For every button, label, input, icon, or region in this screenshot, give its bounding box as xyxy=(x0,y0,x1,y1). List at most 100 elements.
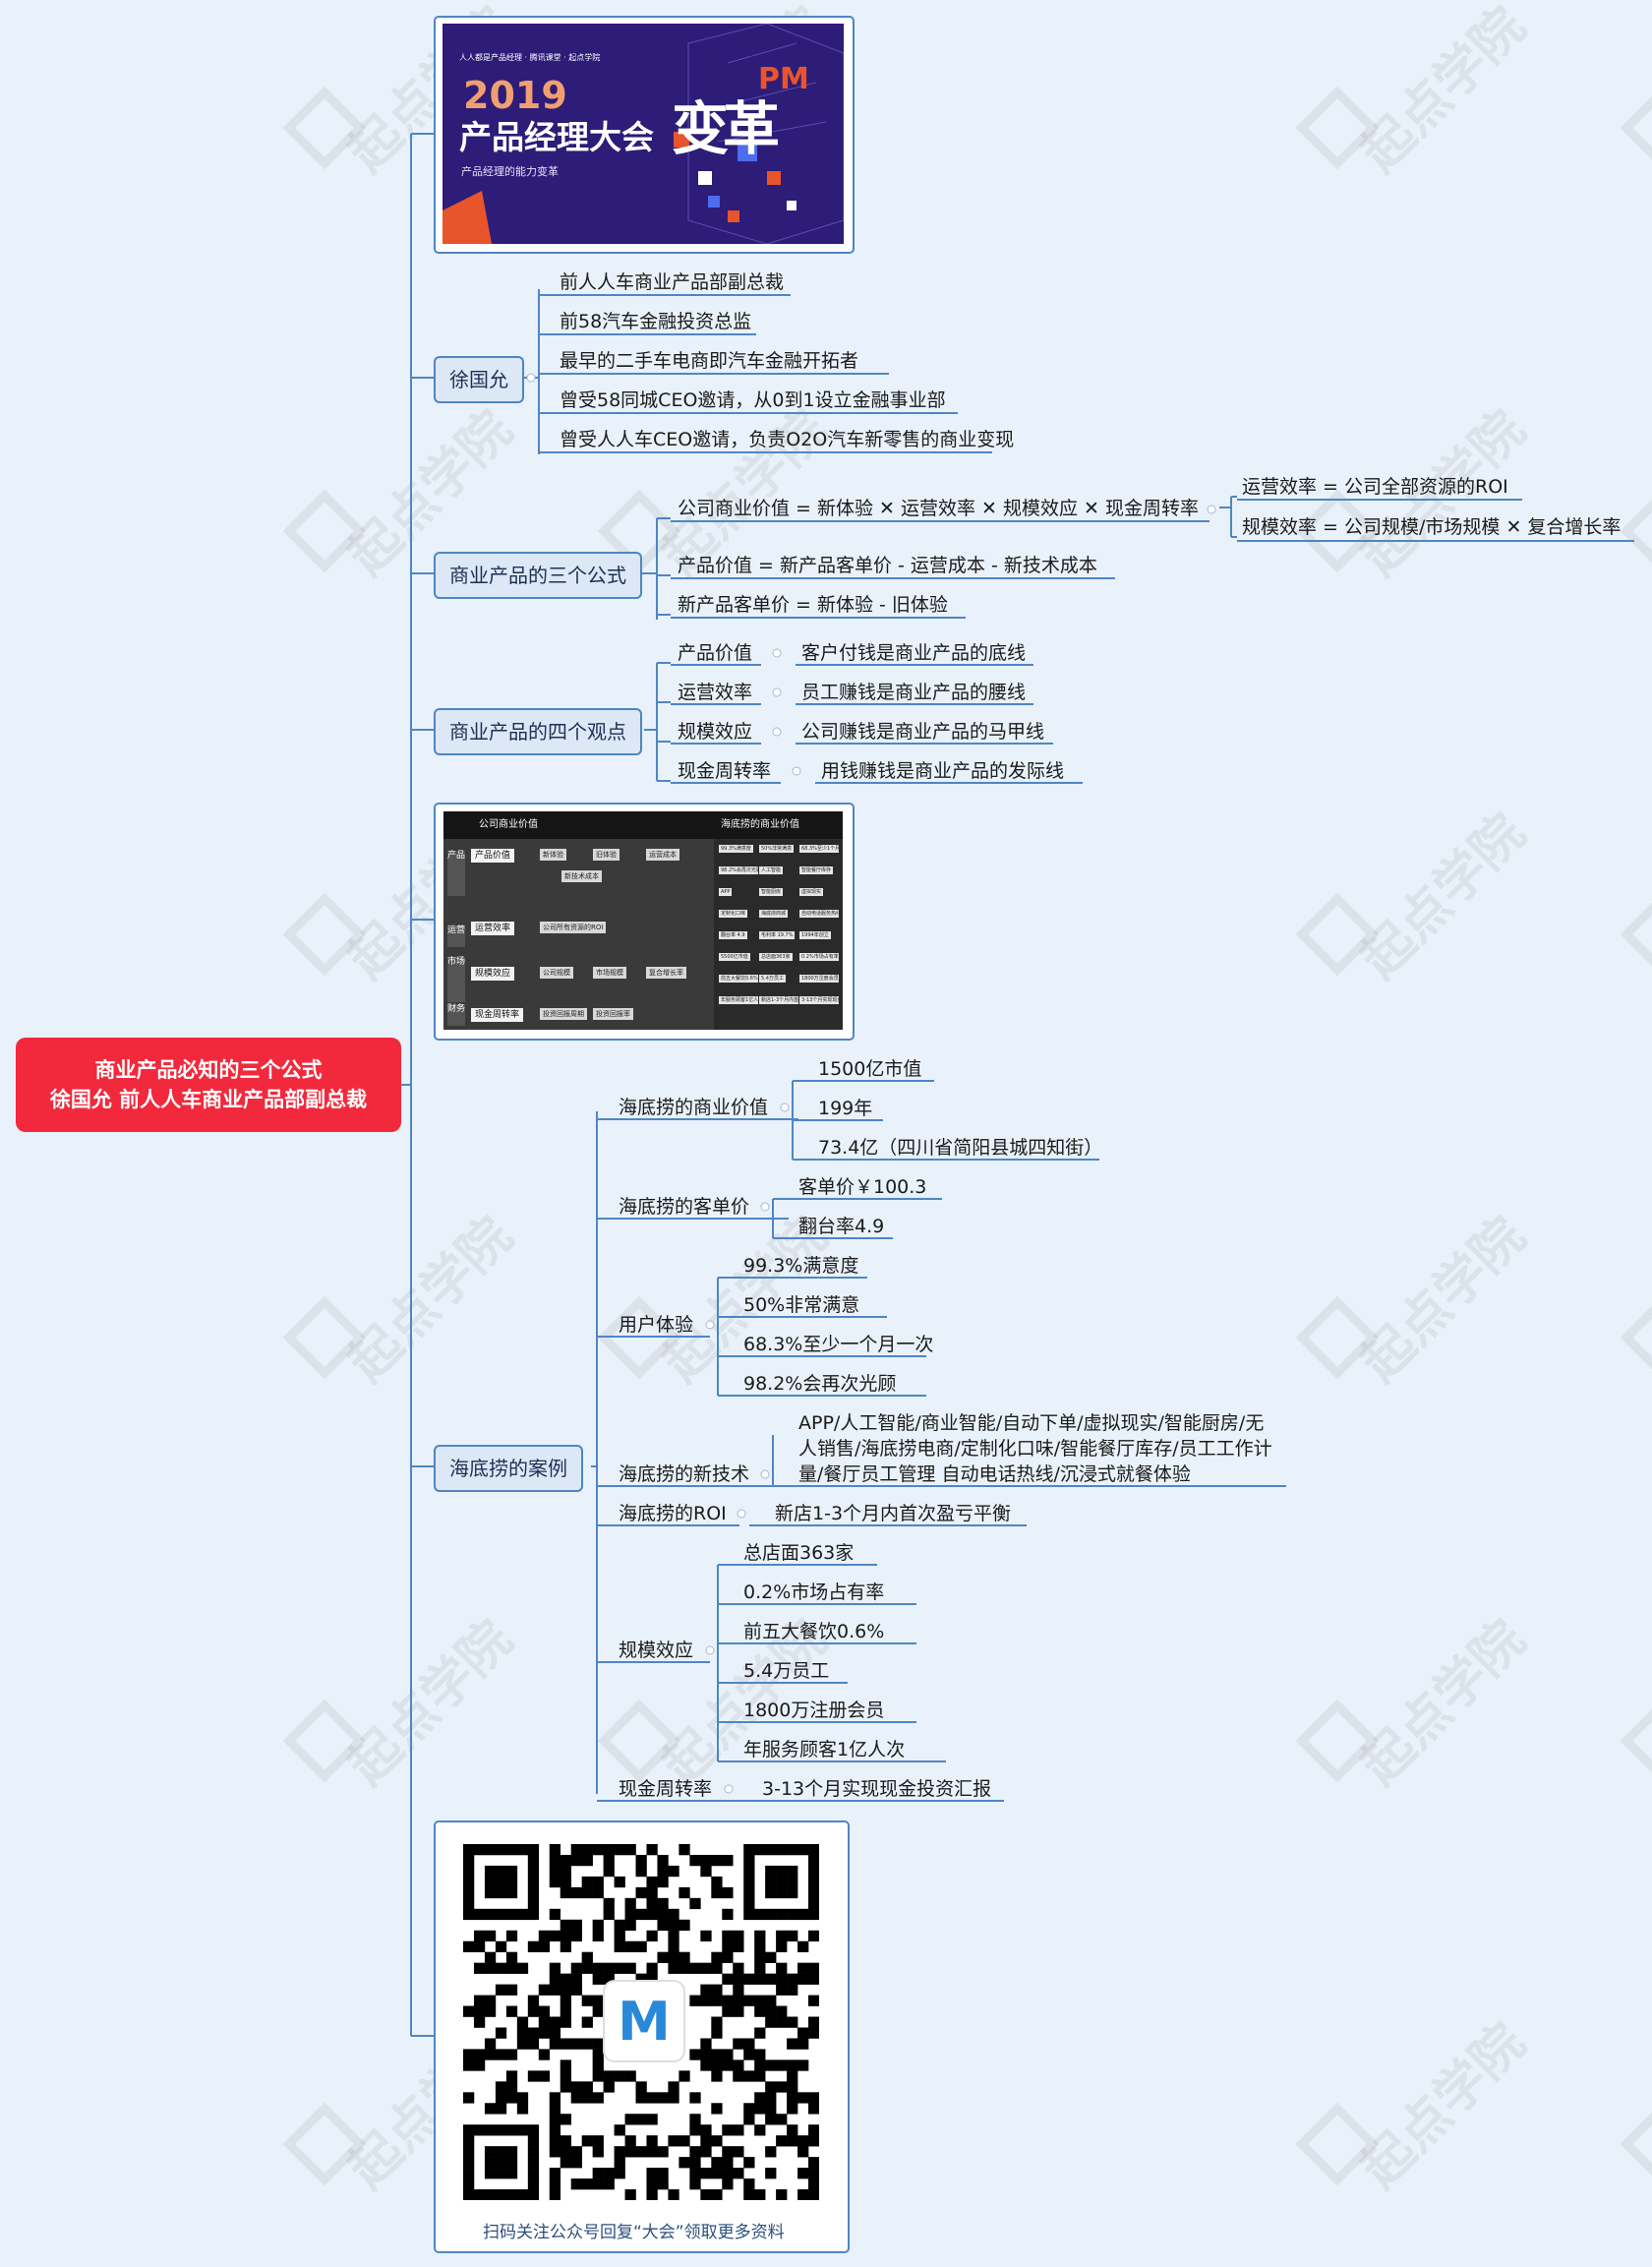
case-item[interactable]: 前五大餐饮0.6% xyxy=(743,1621,885,1642)
slide-cell: 翻台率 4.9 xyxy=(719,931,747,939)
slide-row-part: 新技术成本 xyxy=(561,870,602,882)
slide-cell: 智能厨房 xyxy=(759,888,784,896)
formula-unit-price[interactable]: 新产品客单价 = 新体验 - 旧体验 xyxy=(678,594,948,616)
poster-badge: 人人都是产品经理 · 腾讯课堂 · 起点学院 xyxy=(459,53,601,62)
view-value[interactable]: 用钱赚钱是商业产品的发际线 xyxy=(821,760,1065,782)
case-group[interactable]: 用户体验 xyxy=(619,1314,694,1336)
case-item[interactable]: 总店面363家 xyxy=(743,1542,855,1564)
slide-row-part: 市场规模 xyxy=(593,967,626,979)
slide-row-part: 投资回报周期 xyxy=(540,1008,587,1020)
topic-three-formulas[interactable]: 商业产品的三个公式 xyxy=(434,552,642,599)
case-item[interactable]: APP/人工智能/商业智能/自动下单/虚拟现实/智能厨房/无 xyxy=(798,1412,1265,1434)
slide-row-name: 运营效率 xyxy=(471,922,515,935)
case-item[interactable]: 0.2%市场占有率 xyxy=(743,1581,885,1603)
slide-cell: 0.2%市场占有率 xyxy=(799,953,839,961)
slide-row-name: 规模效应 xyxy=(471,967,515,981)
slide-right-title: 海底捞的商业价值 xyxy=(721,819,799,830)
view-value[interactable]: 员工赚钱是商业产品的腰线 xyxy=(801,682,1027,703)
xu-item[interactable]: 前人人车商业产品部副总裁 xyxy=(560,271,785,293)
poster-year: 2019 xyxy=(463,74,567,117)
case-item[interactable]: 199年 xyxy=(818,1098,873,1119)
slide-cell: 新店1-3个月内首次盈亏平衡 xyxy=(759,996,798,1004)
slide-row-part: 旧体验 xyxy=(593,849,620,861)
slide-cell: 定制化口味 xyxy=(719,910,748,918)
case-item[interactable]: 5.4万员工 xyxy=(743,1660,830,1682)
slide-cell: 1800万注册会员 xyxy=(799,975,839,983)
xu-item[interactable]: 曾受人人车CEO邀请，负责O2O汽车新零售的商业变现 xyxy=(560,429,1015,450)
formula-business-value[interactable]: 公司商业价值 = 新体验 ✕ 运营效率 ✕ 规模效应 ✕ 现金周转率 xyxy=(678,498,1199,519)
slide-cell: 5.4万员工 xyxy=(759,975,786,983)
slide-cell: 年服务顾客1亿人次 xyxy=(719,996,758,1004)
case-group[interactable]: 现金周转率 xyxy=(619,1778,713,1800)
slide-row-part: 复合增长率 xyxy=(646,967,686,979)
view-value[interactable]: 客户付钱是商业产品的底线 xyxy=(801,642,1027,664)
xu-item[interactable]: 最早的二手车电商即汽车金融开拓者 xyxy=(560,350,859,372)
case-item[interactable]: 翻台率4.9 xyxy=(798,1216,885,1237)
case-item[interactable]: 年服务顾客1亿人次 xyxy=(743,1739,906,1760)
case-item[interactable]: 50%非常满意 xyxy=(743,1294,860,1316)
case-group[interactable]: 海底捞的商业价值 xyxy=(619,1097,769,1118)
topic-xu-guoyun[interactable]: 徐国允 xyxy=(434,356,524,403)
case-item[interactable]: 3-13个月实现现金投资汇报 xyxy=(762,1778,992,1800)
slide-row-part: 公司规模 xyxy=(540,967,573,979)
view-value[interactable]: 公司赚钱是商业产品的马甲线 xyxy=(801,721,1045,743)
case-item[interactable]: 99.3%满意度 xyxy=(743,1255,859,1277)
slide-cell: 5500亿市值 xyxy=(719,953,750,961)
slide-side-label: 财务 xyxy=(447,1004,465,1026)
xu-item[interactable]: 前58汽车金融投资总监 xyxy=(560,311,752,332)
slide-cell: 1994年创立 xyxy=(799,931,831,939)
case-group[interactable]: 海底捞的新技术 xyxy=(619,1463,750,1485)
slide-cell: 海底捞商城 xyxy=(759,910,789,918)
xu-item[interactable]: 曾受58同城CEO邀请，从0到1设立金融事业部 xyxy=(560,389,946,411)
qr-logo: M xyxy=(603,1980,685,2062)
formula-sub-efficiency[interactable]: 运营效率 = 公司全部资源的ROI xyxy=(1242,476,1508,498)
poster-image-node[interactable]: 人人都是产品经理 · 腾讯课堂 · 起点学院 2019 产品经理大会 产品经理的… xyxy=(434,16,855,254)
slide-side-label: 产品 xyxy=(447,851,465,896)
topic-four-views[interactable]: 商业产品的四个观点 xyxy=(434,708,642,755)
slide-row-name: 现金周转率 xyxy=(471,1008,524,1022)
slide-row-name: 产品价值 xyxy=(471,849,515,863)
slide-left-title: 公司商业价值 xyxy=(479,819,538,830)
poster-pm: PM xyxy=(758,62,809,96)
case-group[interactable]: 海底捞的客单价 xyxy=(619,1196,750,1218)
formula-product-value[interactable]: 产品价值 = 新产品客单价 - 运营成本 - 新技术成本 xyxy=(678,555,1097,576)
case-item[interactable]: 73.4亿（四川省简阳县城四知街） xyxy=(818,1137,1103,1159)
slide-row-part: 新体验 xyxy=(540,849,566,861)
slide-cell: 总店面363家 xyxy=(759,953,793,961)
case-item[interactable]: 量/餐厅员工管理 自动电话热线/沉浸式就餐体验 xyxy=(798,1463,1191,1485)
topic-haidilao-case[interactable]: 海底捞的案例 xyxy=(434,1445,583,1492)
slide-cell: 前五大餐饮0.6% xyxy=(719,975,758,983)
case-item[interactable]: 68.3%至少一个月一次 xyxy=(743,1334,934,1355)
slide-row-part: 运营成本 xyxy=(646,849,679,861)
qr-image-node[interactable]: M 扫码关注公众号回复“大会”领取更多资料 xyxy=(434,1820,850,2253)
qr-caption: 扫码关注公众号回复“大会”领取更多资料 xyxy=(483,2223,785,2242)
view-key[interactable]: 现金周转率 xyxy=(678,760,772,782)
case-item[interactable]: 1800万注册会员 xyxy=(743,1700,885,1721)
slide-side-label: 市场 xyxy=(447,957,465,1002)
formula-sub-scale[interactable]: 规模效率 = 公司规模/市场规模 ✕ 复合增长率 xyxy=(1242,516,1622,538)
root-topic[interactable]: 商业产品必知的三个公式 徐国允 前人人车商业产品部副总裁 xyxy=(16,1038,401,1132)
slide-side-label: 运营 xyxy=(447,925,465,947)
slide-cell: 99.3%满意度 xyxy=(719,845,753,853)
view-key[interactable]: 产品价值 xyxy=(678,642,753,664)
slide-cell: 68.3%至少1个月1次 xyxy=(799,845,839,853)
root-subtitle: 徐国允 前人人车商业产品部副总裁 xyxy=(49,1088,368,1111)
case-item[interactable]: 新店1-3个月内首次盈亏平衡 xyxy=(775,1503,1012,1524)
slide-cell: 智能餐厅库存 xyxy=(799,866,834,874)
view-key[interactable]: 运营效率 xyxy=(678,682,753,703)
slide-cell: APP xyxy=(719,888,733,896)
slide-image-node[interactable]: 公司商业价值 海底捞的商业价值 产品运营市场财务 产品价值 新体验 旧体验 运营成本新… xyxy=(434,803,855,1041)
case-group[interactable]: 规模效应 xyxy=(619,1640,694,1661)
case-item[interactable]: 人销售/海底捞电商/定制化口味/智能餐厅库存/员工工作计 xyxy=(798,1438,1272,1460)
case-item[interactable]: 客单价￥100.3 xyxy=(798,1176,927,1198)
case-group[interactable]: 海底捞的ROI xyxy=(619,1503,727,1524)
poster-image xyxy=(442,24,844,244)
slide-cell: 人工智能 xyxy=(759,866,784,874)
slide-row-part: 投资回报率 xyxy=(593,1008,633,1020)
case-item[interactable]: 1500亿市值 xyxy=(818,1058,922,1080)
slide-cell: 50%非常满意 xyxy=(759,845,795,853)
case-item[interactable]: 98.2%会再次光顾 xyxy=(743,1373,897,1395)
view-key[interactable]: 规模效应 xyxy=(678,721,753,743)
root-title: 商业产品必知的三个公式 xyxy=(94,1058,323,1082)
